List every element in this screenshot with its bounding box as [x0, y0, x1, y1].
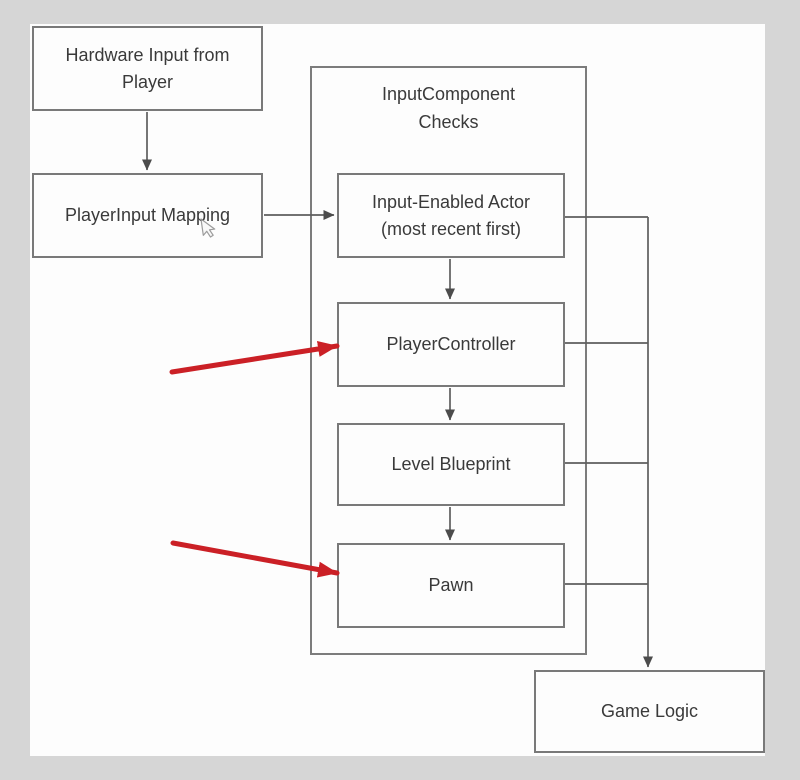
container-title-line1: InputComponent: [381, 84, 516, 104]
node-game-logic: Game Logic: [534, 670, 765, 753]
node-hardware-input-label-line2: Player: [121, 71, 174, 92]
node-input-enabled-actor: Input-Enabled Actor (most recent first): [337, 173, 565, 258]
node-hardware-input-label-line1: Hardware Input from: [65, 44, 230, 65]
node-input-enabled-actor-label-line1: Input-Enabled Actor: [371, 191, 531, 212]
container-inputcomponent-checks-title: InputComponent Checks: [310, 80, 587, 136]
node-pawn-label: Pawn: [428, 575, 474, 595]
node-game-logic-label: Game Logic: [600, 701, 699, 721]
slide-panel: [30, 24, 765, 756]
node-pawn: Pawn: [337, 543, 565, 628]
node-playerinput-mapping-label: PlayerInput Mapping: [64, 205, 231, 225]
container-title-line2: Checks: [418, 112, 479, 132]
node-level-blueprint-label: Level Blueprint: [391, 454, 511, 474]
node-player-controller-label: PlayerController: [386, 334, 516, 354]
node-input-enabled-actor-label-line2: (most recent first): [380, 218, 522, 239]
node-playerinput-mapping: PlayerInput Mapping: [32, 173, 263, 258]
node-level-blueprint: Level Blueprint: [337, 423, 565, 506]
node-player-controller: PlayerController: [337, 302, 565, 387]
node-hardware-input: Hardware Input from Player: [32, 26, 263, 111]
